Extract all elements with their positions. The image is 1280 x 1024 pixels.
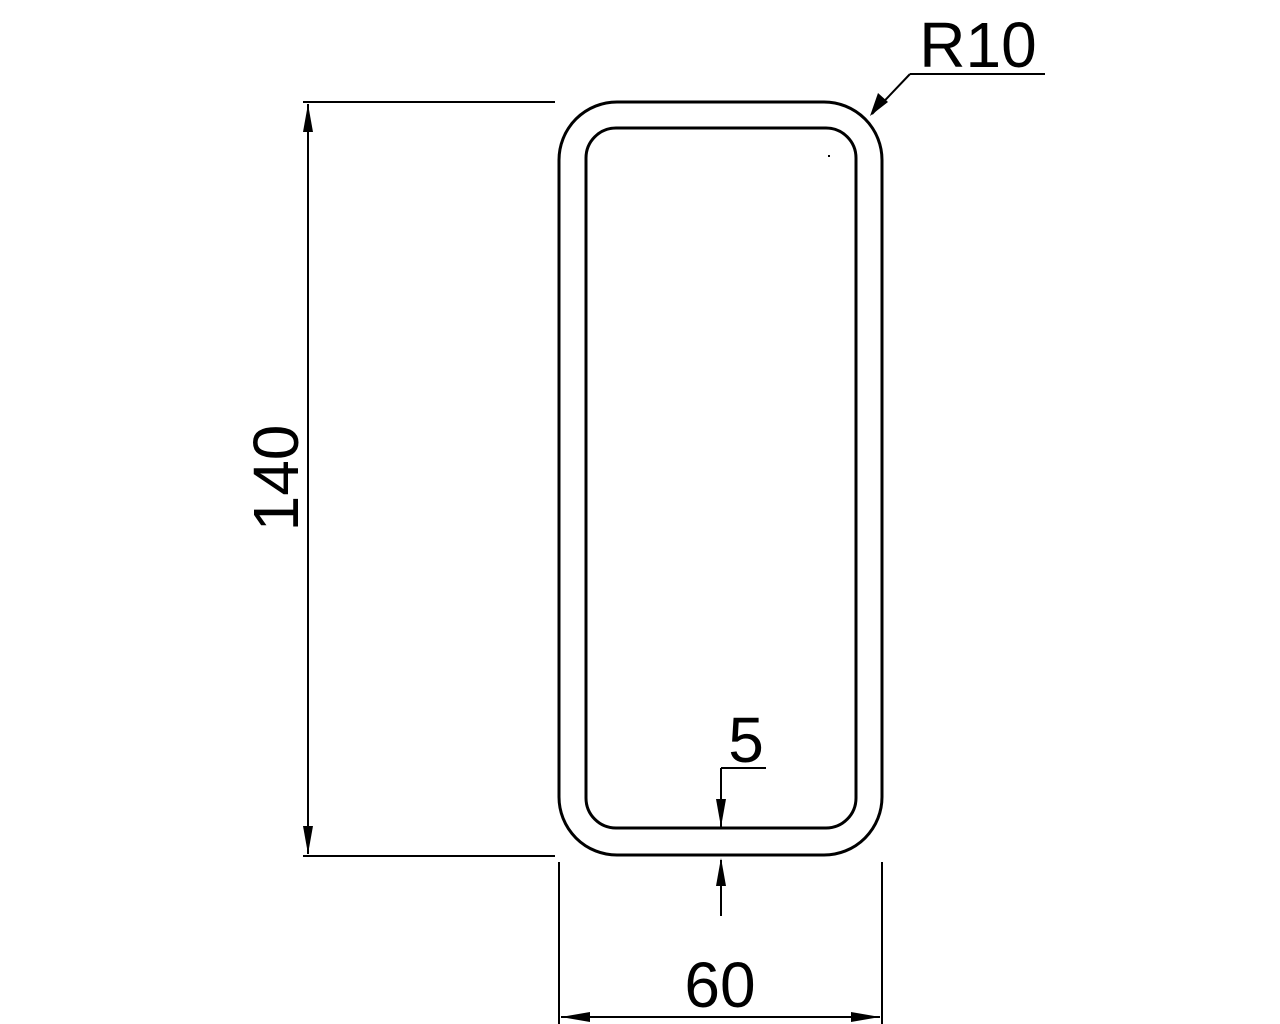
arrow-left-icon (561, 1012, 590, 1022)
width-dimension: 60 (558, 862, 883, 1024)
outer-profile (557, 100, 884, 857)
reference-point (828, 155, 830, 157)
arrow-down-icon (303, 826, 313, 854)
arrow-right-icon (851, 1012, 880, 1022)
width-label: 60 (684, 949, 755, 1021)
height-label: 140 (240, 425, 312, 532)
inner-profile (584, 126, 858, 830)
radius-dimension: R10 (870, 9, 1045, 116)
arrow-up-icon (716, 858, 726, 886)
arrow-icon (870, 93, 888, 116)
height-dimension: 140 (240, 101, 555, 857)
arrow-up-icon (303, 104, 313, 132)
arrow-down-icon (716, 799, 726, 827)
radius-label: R10 (919, 9, 1036, 81)
thickness-dimension: 5 (716, 704, 766, 916)
thickness-label: 5 (728, 704, 764, 776)
